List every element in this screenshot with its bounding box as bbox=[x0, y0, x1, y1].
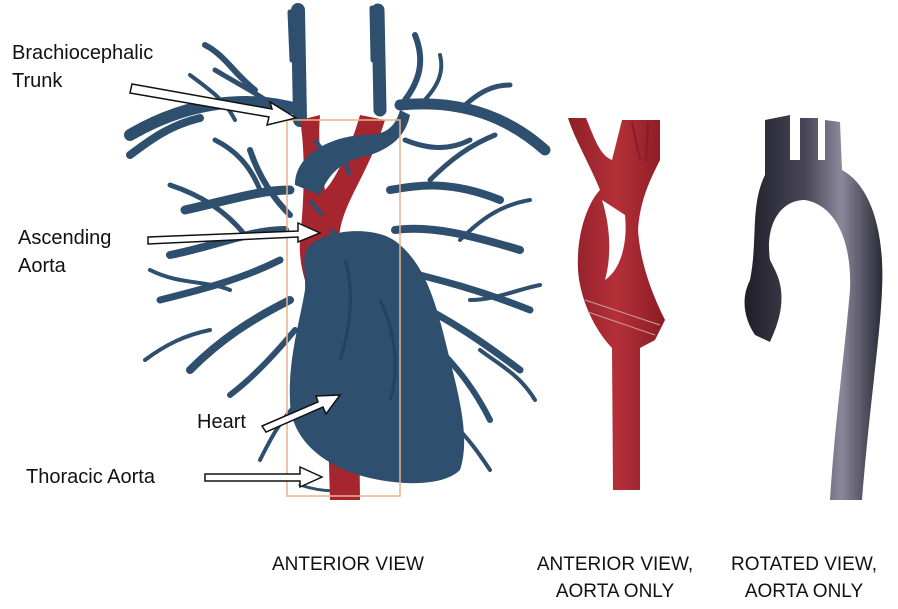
aorta-only-rotated bbox=[745, 115, 883, 500]
label-ascending-aorta: Ascending Aorta bbox=[18, 224, 111, 280]
label-ascending-line1: Ascending bbox=[18, 224, 111, 252]
caption-anterior-aorta-only: ANTERIOR VIEW, AORTA ONLY bbox=[520, 551, 710, 605]
caption-anterior-aorta-line2: AORTA ONLY bbox=[520, 578, 710, 605]
label-brachiocephalic-trunk: Brachiocephalic Trunk bbox=[12, 39, 153, 95]
label-heart: Heart bbox=[197, 408, 246, 436]
label-ascending-line2: Aorta bbox=[18, 252, 111, 280]
caption-rotated-aorta-only: ROTATED VIEW, AORTA ONLY bbox=[714, 551, 894, 605]
caption-rotated-aorta-line2: AORTA ONLY bbox=[714, 578, 894, 605]
arrow-thoracic-aorta bbox=[205, 467, 322, 487]
label-thoracic-aorta: Thoracic Aorta bbox=[26, 463, 155, 491]
caption-anterior-view-text: ANTERIOR VIEW bbox=[238, 551, 458, 578]
aorta-only-anterior bbox=[568, 118, 665, 490]
caption-anterior-view: ANTERIOR VIEW bbox=[238, 551, 458, 578]
caption-rotated-aorta-line1: ROTATED VIEW, bbox=[714, 551, 894, 578]
label-brachiocephalic-line1: Brachiocephalic bbox=[12, 39, 153, 67]
heart-shape bbox=[290, 231, 464, 483]
label-brachiocephalic-line2: Trunk bbox=[12, 67, 153, 95]
caption-anterior-aorta-line1: ANTERIOR VIEW, bbox=[520, 551, 710, 578]
